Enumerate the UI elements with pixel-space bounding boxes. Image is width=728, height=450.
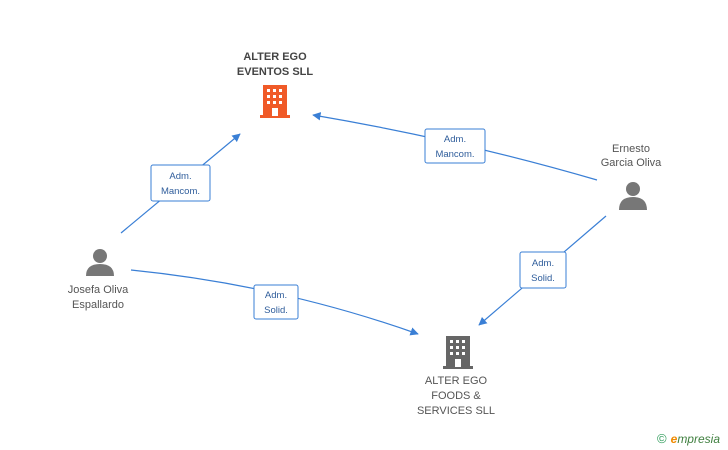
node-alter-ego-foods[interactable]: ALTER EGO FOODS & SERVICES SLL <box>417 336 495 417</box>
node-label-line: SERVICES SLL <box>417 405 495 417</box>
node-label-line: FOODS & <box>431 390 481 402</box>
empresia-watermark: ©empresia <box>657 431 720 446</box>
edge-label-line: Mancom. <box>161 186 200 197</box>
edge-label-josefa-eventos[interactable]: Adm. Mancom. <box>150 164 211 202</box>
edge-label-josefa-foods[interactable]: Adm. Solid. <box>253 284 299 320</box>
edge-label-line: Solid. <box>264 305 288 316</box>
brand-logo-text: mpresia <box>677 432 720 446</box>
person-icon <box>86 249 114 276</box>
building-icon <box>260 85 290 118</box>
edge-label-line: Adm. <box>444 134 466 145</box>
edge-label-line: Adm. <box>169 171 191 182</box>
node-label-line: Ernesto <box>612 143 650 155</box>
node-alter-ego-eventos[interactable]: ALTER EGO EVENTOS SLL <box>237 51 313 118</box>
person-icon <box>619 182 647 210</box>
brand-logo-e: e <box>670 432 678 446</box>
node-label-line: EVENTOS SLL <box>237 66 313 78</box>
node-label-line: Josefa Oliva <box>68 284 129 296</box>
building-icon <box>443 336 473 369</box>
edge-label-ernesto-eventos[interactable]: Adm. Mancom. <box>424 128 486 164</box>
edge-label-ernesto-foods[interactable]: Adm. Solid. <box>519 251 567 289</box>
copyright-symbol: © <box>657 431 667 446</box>
node-label-line: ALTER EGO <box>425 375 488 387</box>
node-label-line: Garcia Oliva <box>601 157 662 169</box>
node-ernesto-garcia-oliva[interactable]: Ernesto Garcia Oliva <box>601 143 662 210</box>
edge-label-line: Mancom. <box>435 149 474 160</box>
node-label-line: ALTER EGO <box>243 51 307 63</box>
edge-label-line: Adm. <box>265 290 287 301</box>
edge-label-line: Solid. <box>531 273 555 284</box>
node-label-line: Espallardo <box>72 299 124 311</box>
edge-label-line: Adm. <box>532 258 554 269</box>
node-josefa-oliva-espallardo[interactable]: Josefa Oliva Espallardo <box>68 249 129 311</box>
